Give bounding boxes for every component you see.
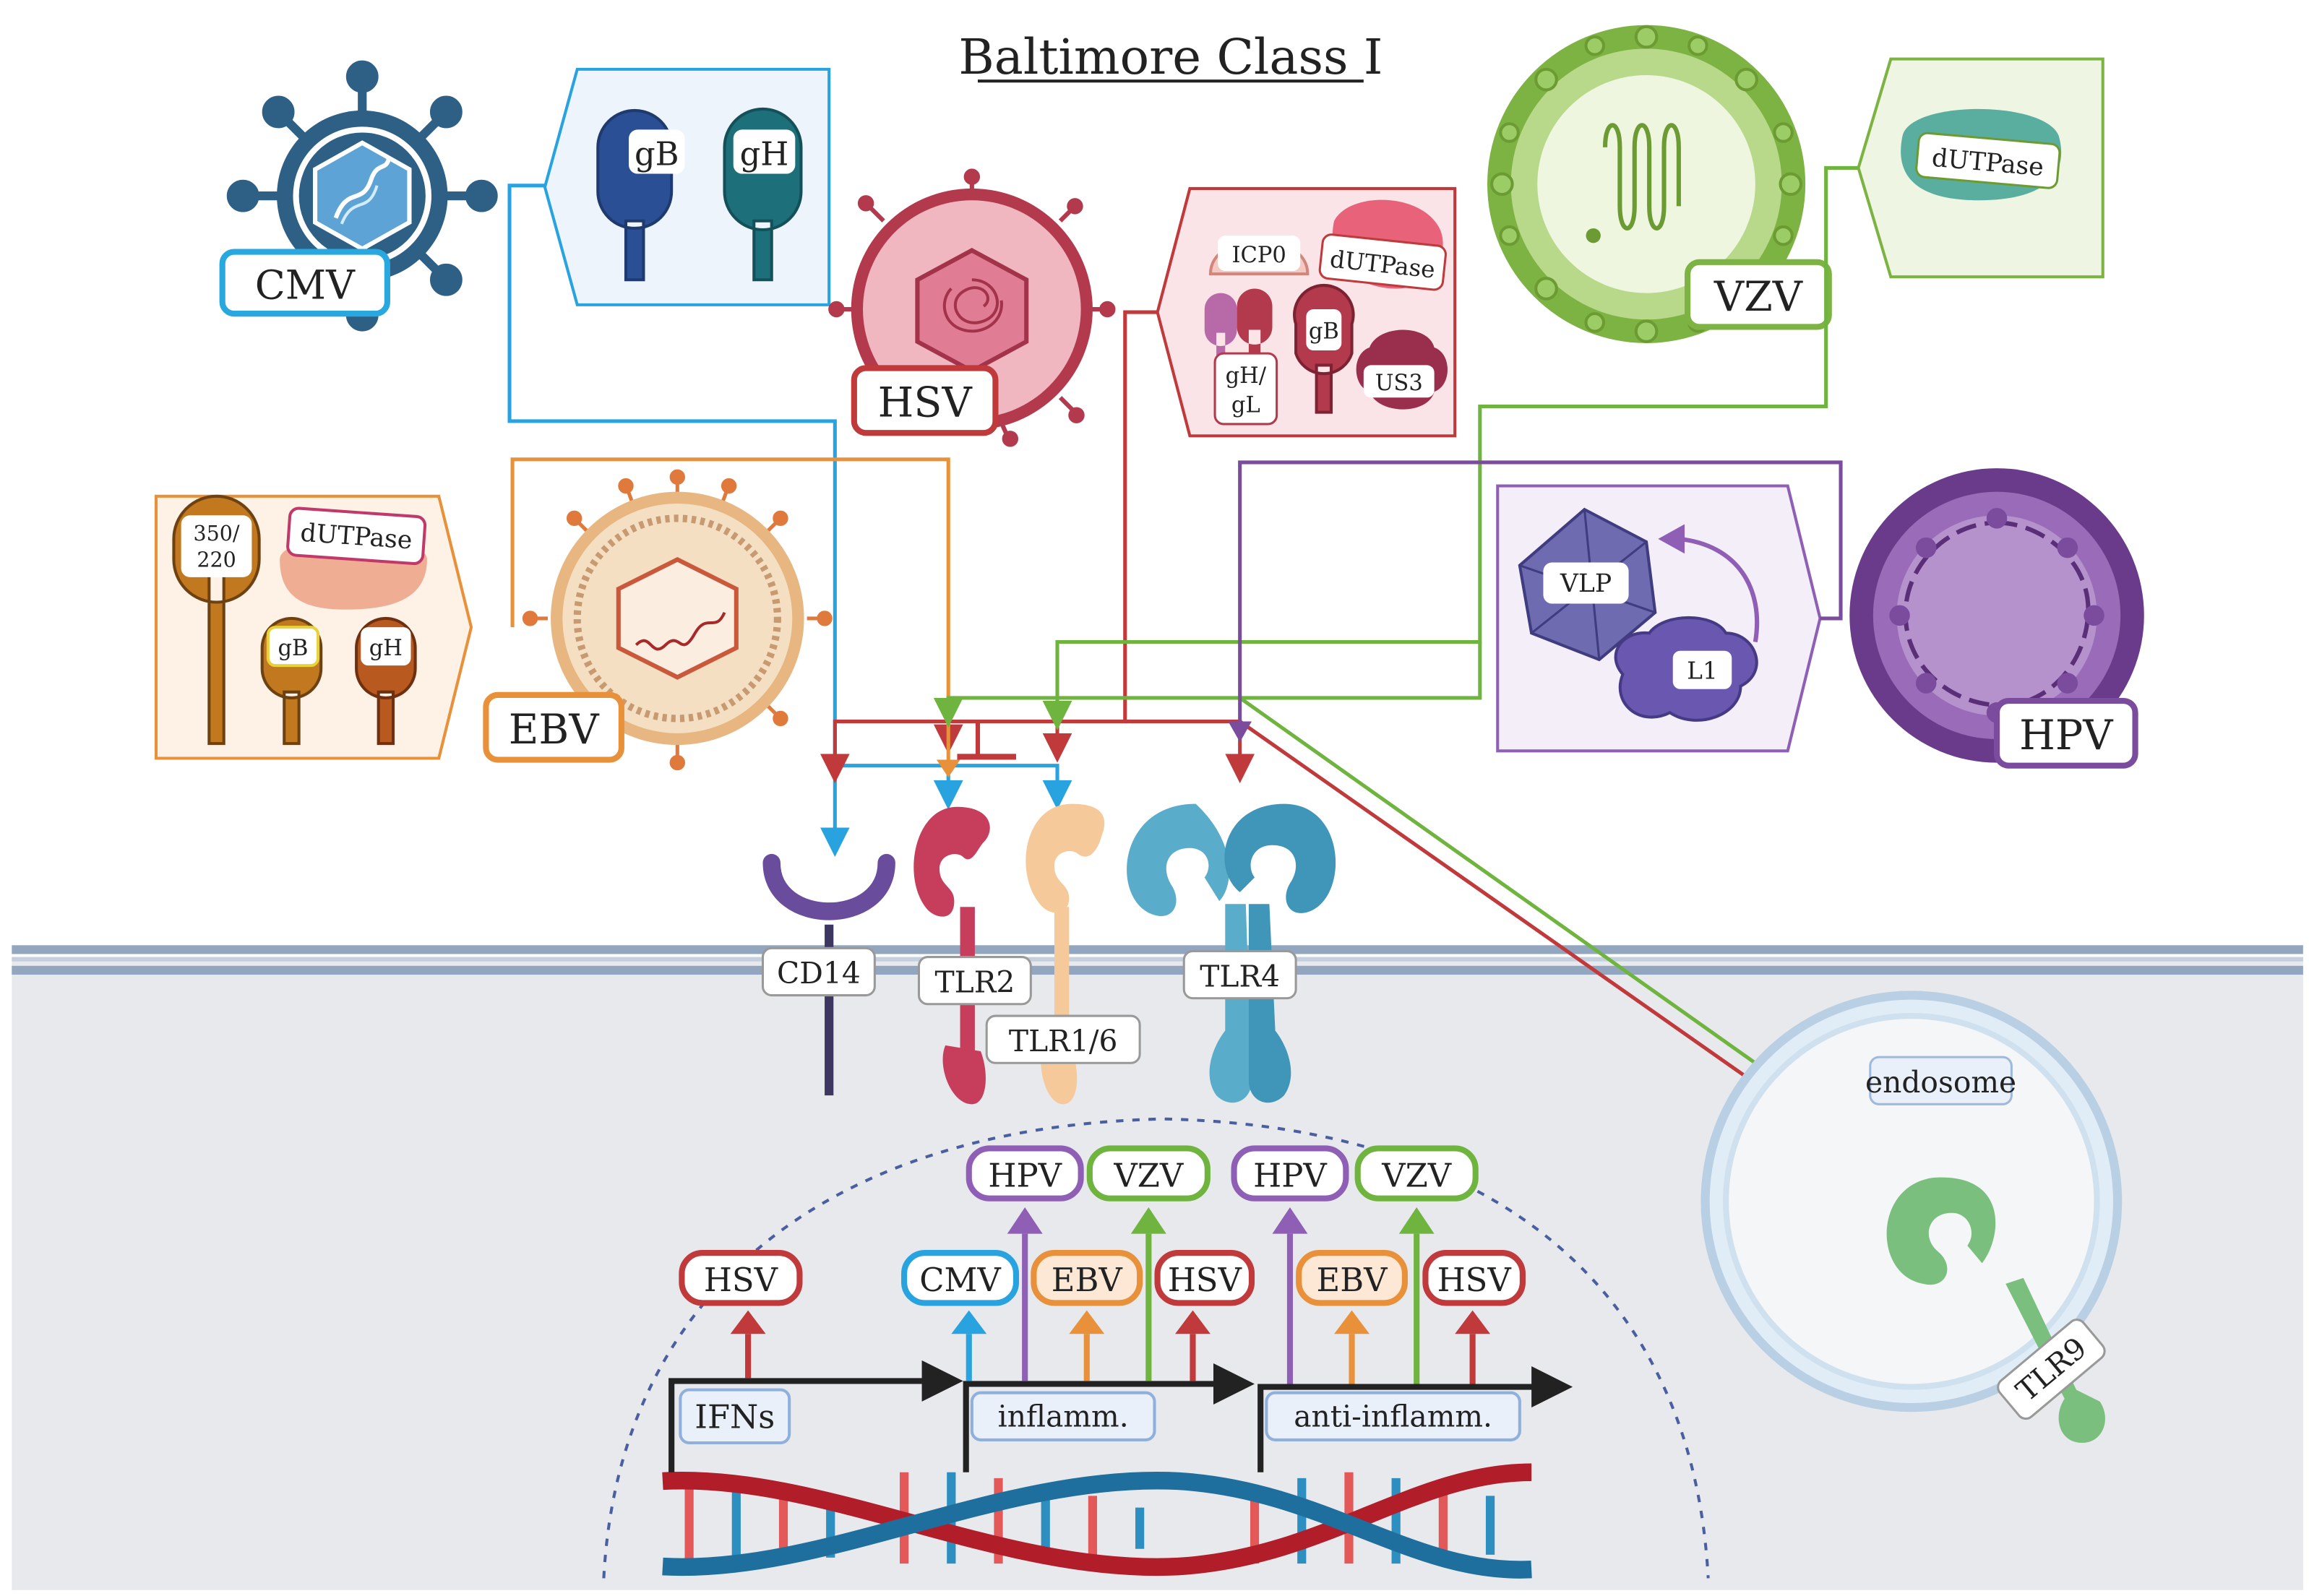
svg-text:gH: gH — [740, 134, 789, 173]
svg-text:gB: gB — [1309, 319, 1339, 345]
anti-inflamm-label: anti-inflamm. — [1265, 1391, 1521, 1441]
svg-text:VLP: VLP — [1560, 569, 1612, 598]
svg-text:gH: gH — [369, 636, 403, 661]
svg-text:VZV: VZV — [1714, 273, 1804, 321]
cd14-receptor: CD14 — [761, 853, 895, 1096]
outcome-badge-anti-hpv: HPV — [1231, 1145, 1349, 1202]
tlr9-receptor: TLR9 — [1886, 1177, 2106, 1443]
outcome-badge-anti-ebv: EBV — [1296, 1250, 1408, 1306]
svg-text:anti-inflamm.: anti-inflamm. — [1294, 1399, 1492, 1434]
svg-text:HSV: HSV — [1437, 1261, 1513, 1299]
cmv-virion-icon — [226, 60, 498, 332]
outcome-badge-inf-ebv: EBV — [1031, 1250, 1143, 1306]
nucleus-envelope — [602, 1117, 1710, 1579]
svg-text:IFNs: IFNs — [695, 1398, 775, 1436]
vzv-proteins-callout: dUTPase — [1857, 57, 2104, 279]
cmv-label: CMV — [219, 249, 390, 317]
ebv-virion-icon — [522, 469, 833, 771]
svg-text:CMV: CMV — [919, 1261, 1002, 1299]
hsv-proteins-callout: dUTPase ICP0 gH/ gL gB US3 — [1156, 186, 1457, 438]
hpv-proteins-callout: VLP L1 — [1496, 484, 1822, 753]
outcome-badge-inf-vzv: VZV — [1086, 1145, 1211, 1202]
svg-text:HSV: HSV — [704, 1261, 779, 1299]
ebv-proteins-callout: dUTPase 350/ 220 gB gH — [154, 494, 473, 760]
cmv-proteins-callout: gB gH — [543, 67, 831, 306]
regulation-arrows — [730, 1207, 1491, 1384]
svg-text:gH/: gH/ — [1226, 363, 1267, 389]
svg-text:TLR4: TLR4 — [1200, 959, 1280, 993]
svg-text:CD14: CD14 — [777, 956, 861, 991]
outcome-badge-ifn-hsv: HSV — [679, 1250, 803, 1306]
hpv-label: HPV — [1993, 697, 2138, 769]
gene-arrows — [668, 1360, 1573, 1472]
svg-text:CMV: CMV — [255, 262, 356, 309]
svg-text:HSV: HSV — [878, 379, 973, 427]
vzv-label: VZV — [1685, 259, 1832, 330]
svg-text:VZV: VZV — [1381, 1156, 1452, 1194]
tlr2-receptor: TLR2 — [913, 806, 1032, 1105]
svg-text:gB: gB — [635, 134, 679, 173]
outcome-badge-inf-hpv: HPV — [966, 1145, 1084, 1202]
dna-helix — [662, 1463, 1532, 1579]
svg-text:L1: L1 — [1687, 657, 1717, 684]
svg-text:TLR1/6: TLR1/6 — [1009, 1024, 1118, 1058]
svg-text:US3: US3 — [1375, 371, 1423, 396]
svg-text:350/: 350/ — [194, 522, 240, 545]
outcome-badge-anti-hsv: HSV — [1422, 1250, 1526, 1306]
svg-text:HPV: HPV — [2019, 712, 2114, 759]
tlr4-receptor: TLR4 — [1127, 803, 1336, 1103]
svg-text:gL: gL — [1231, 393, 1260, 418]
svg-text:EBV: EBV — [509, 706, 601, 754]
cell-membrane — [12, 945, 2303, 975]
outcome-badge-anti-vzv: VZV — [1354, 1145, 1479, 1202]
svg-text:220: 220 — [197, 548, 236, 572]
hsv-label: HSV — [851, 365, 999, 436]
svg-text:HPV: HPV — [1253, 1156, 1328, 1194]
ebv-pathway-arrows — [510, 457, 960, 777]
inflamm-label: inflamm. — [970, 1391, 1156, 1441]
svg-text:VZV: VZV — [1113, 1156, 1184, 1194]
outcome-badge-inf-cmv: CMV — [901, 1250, 1020, 1306]
svg-text:HSV: HSV — [1168, 1261, 1243, 1299]
ifns-label: IFNs — [679, 1388, 791, 1445]
svg-text:gB: gB — [278, 636, 308, 661]
diagram-title: Baltimore Class I — [958, 29, 1383, 85]
svg-text:inflamm.: inflamm. — [998, 1399, 1129, 1434]
outcome-badge-inf-hsv: HSV — [1154, 1250, 1255, 1306]
hpv-virion-icon — [1849, 468, 2144, 763]
svg-text:EBV: EBV — [1052, 1261, 1124, 1299]
svg-text:HPV: HPV — [988, 1156, 1062, 1194]
svg-text:endosome: endosome — [1865, 1065, 2016, 1100]
svg-text:ICP0: ICP0 — [1231, 243, 1286, 268]
ebv-label: EBV — [483, 691, 624, 763]
hpv-pathway-arrows — [1228, 460, 1843, 743]
svg-text:TLR2: TLR2 — [934, 965, 1015, 999]
svg-text:EBV: EBV — [1317, 1261, 1389, 1299]
tlr16-receptor: TLR1/6 — [985, 803, 1141, 1105]
